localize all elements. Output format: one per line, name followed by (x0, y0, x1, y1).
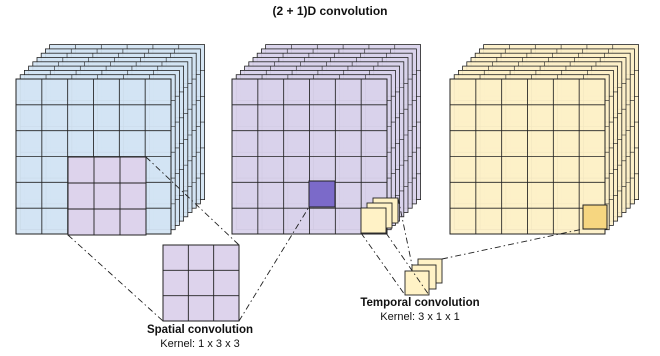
spatial-convolution-label: Spatial convolution (146, 324, 254, 336)
temporal-connector-top (397, 197, 413, 266)
temporal-kernel-window-front (360, 207, 387, 234)
spatial-connector-left (67, 234, 164, 322)
temporal-kernel-cell-front (404, 270, 430, 296)
spatial-output-cell (308, 180, 336, 208)
temporal-connector-left (360, 232, 406, 296)
diagram-title: (2 + 1)D convolution (272, 4, 388, 18)
spatial-kernel (162, 244, 240, 322)
spatial-connector-to-output (238, 206, 310, 322)
spatial-kernel-label: Kernel: 1 x 3 x 3 (160, 338, 240, 350)
temporal-convolution-label: Temporal convolution (360, 297, 480, 309)
spatial-kernel-window (67, 156, 147, 236)
temporal-kernel-label: Kernel: 3 x 1 x 1 (380, 311, 460, 323)
temporal-connector-to-output (441, 228, 584, 260)
output-volume-front-slice (449, 78, 606, 235)
spatial-connector-right (145, 156, 240, 246)
temporal-output-cell (582, 204, 608, 230)
